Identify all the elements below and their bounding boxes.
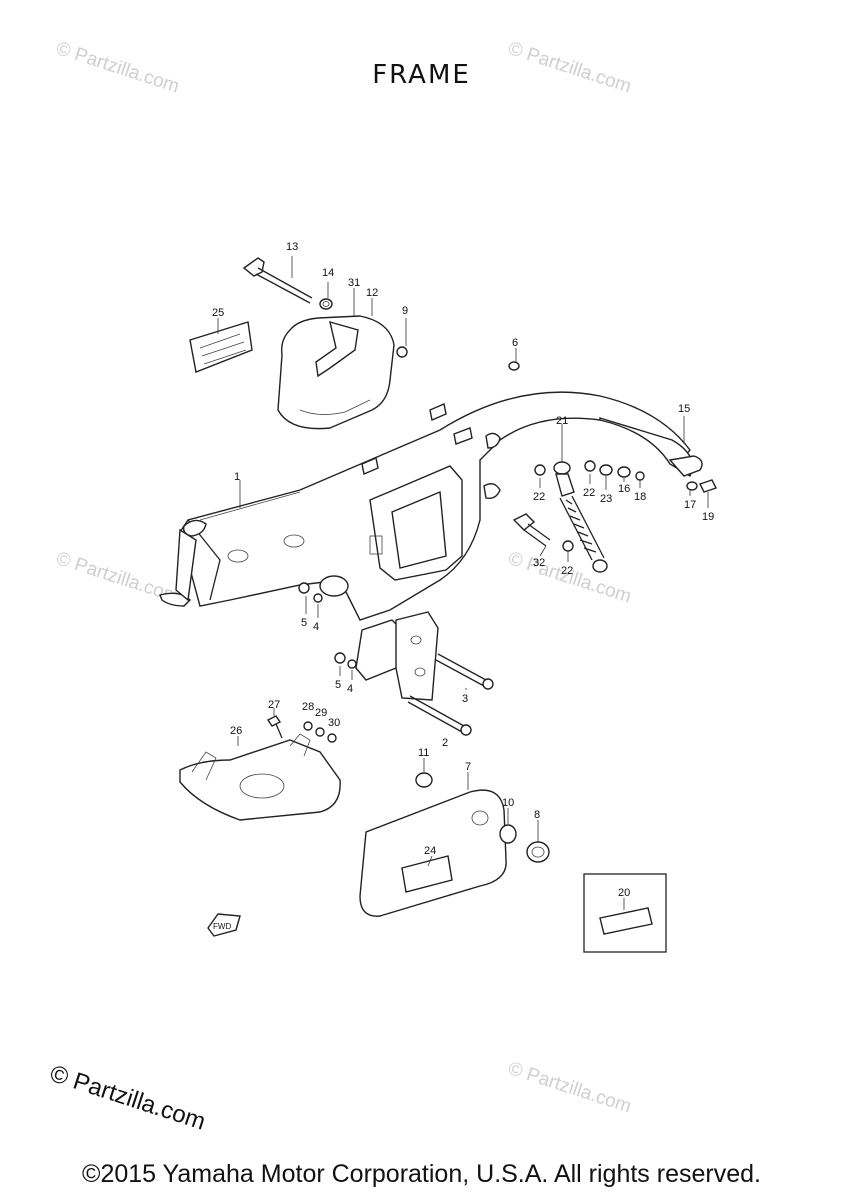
callout-label: 16 [618, 483, 630, 495]
grommet-part [499, 824, 517, 844]
leader-lines [217, 256, 709, 910]
shock-bolt-part [512, 513, 551, 547]
side-cover-part [359, 789, 507, 917]
callout-label: 27 [268, 699, 280, 711]
callout-label: 26 [230, 725, 242, 737]
callout-label: 14 [322, 267, 334, 279]
long-bolt-part [435, 653, 494, 690]
callout-label: 7 [465, 761, 471, 773]
bolt-part [242, 257, 313, 304]
rear-fender-part [599, 417, 703, 478]
engine-guard-part [179, 733, 341, 821]
nut-part [319, 298, 333, 310]
callout-label: 28 [302, 701, 314, 713]
callout-label: 5 [301, 617, 307, 629]
tool-box-part [277, 315, 395, 430]
callout-label: 1 [234, 471, 240, 483]
callout-label: 22 [533, 491, 545, 503]
callout-label: 24 [424, 845, 436, 857]
callout-label: 10 [502, 797, 514, 809]
main-frame-part [159, 391, 691, 701]
callout-label: 17 [684, 499, 696, 511]
page-title: FRAME [372, 60, 471, 90]
label-part [189, 321, 253, 373]
o-ring-part [415, 772, 433, 788]
callout-label: 22 [561, 565, 573, 577]
callout-label: 15 [678, 403, 690, 415]
callout-label: 11 [418, 747, 429, 759]
callout-label: 18 [634, 491, 646, 503]
callout-label: 3 [462, 693, 468, 705]
callout-label: 25 [212, 307, 224, 319]
callout-label: 5 [335, 679, 341, 691]
nut-washer-set [298, 582, 357, 669]
washer-set [534, 460, 717, 552]
callout-label: 4 [347, 683, 353, 695]
callout-label: 12 [366, 287, 378, 299]
callout-label: 32 [533, 557, 545, 569]
long-bolt-part [407, 695, 472, 736]
callout-label: 8 [534, 809, 540, 821]
callout-label: 20 [618, 887, 630, 899]
knob-part [526, 841, 550, 863]
callout-label: 31 [348, 277, 360, 289]
copyright-notice: ©2015 Yamaha Motor Corporation, U.S.A. A… [82, 1160, 761, 1188]
callout-label: 13 [286, 241, 298, 253]
callout-label: 21 [556, 415, 568, 427]
decal-part [583, 873, 667, 953]
bracket-fasteners [266, 715, 337, 743]
callout-label: 2 [442, 737, 448, 749]
callout-label: 29 [315, 707, 327, 719]
callout-label: 30 [328, 717, 340, 729]
callout-label: 19 [702, 511, 714, 523]
callout-label: 6 [512, 337, 518, 349]
callout-labels: 1 2 3 4 4 5 5 6 7 8 9 10 11 12 13 14 15 … [212, 241, 714, 899]
forward-direction-stamp: FWD [207, 913, 241, 937]
callout-label: 23 [600, 493, 612, 505]
stamp-text: FWD [213, 922, 231, 931]
callout-label: 4 [313, 621, 319, 633]
callout-label: 22 [583, 487, 595, 499]
callout-label: 9 [402, 305, 408, 317]
shock-absorber-part [553, 461, 608, 573]
